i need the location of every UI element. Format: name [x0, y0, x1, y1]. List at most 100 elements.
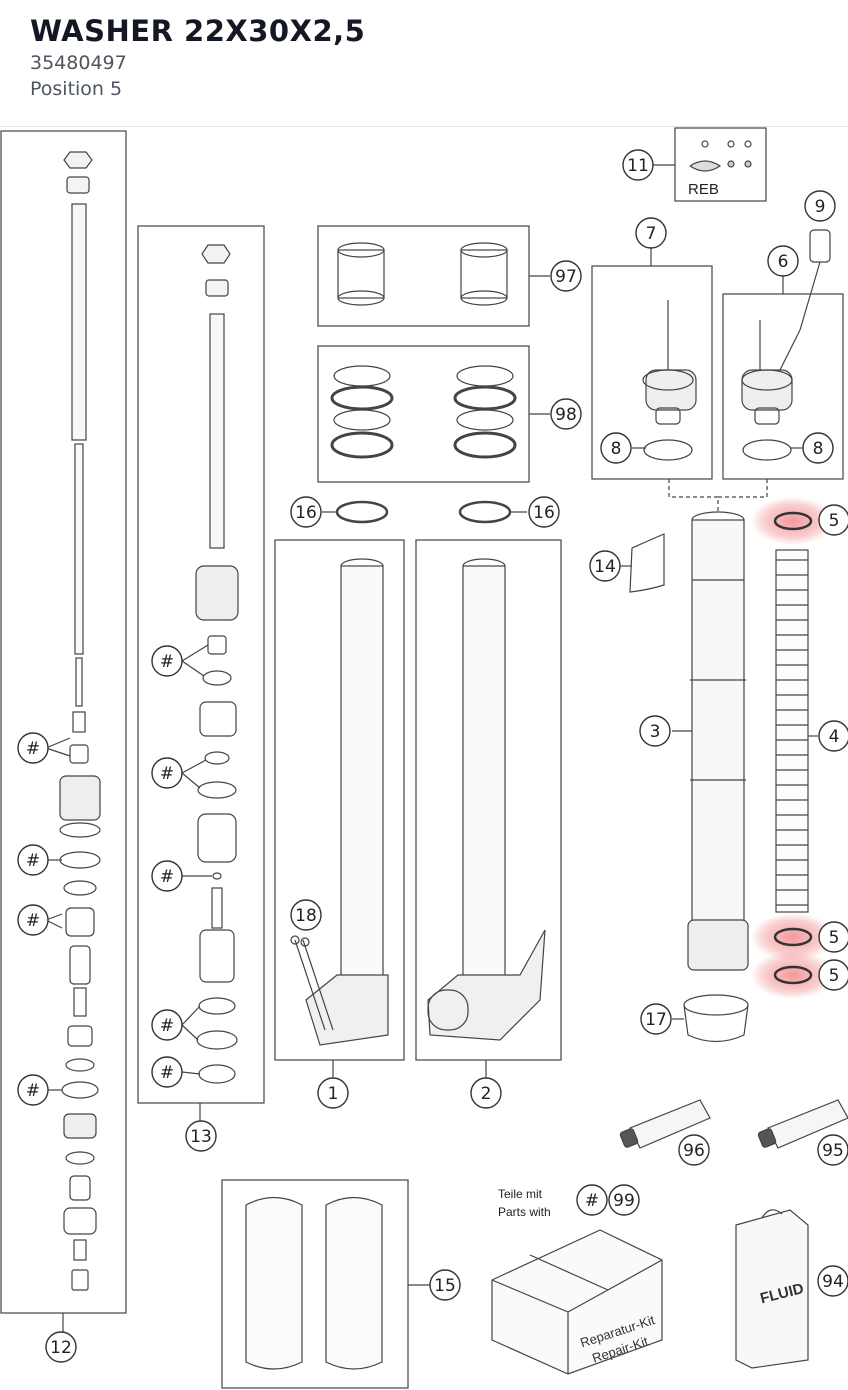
callout-hash-12c[interactable]: #: [17, 904, 49, 936]
callout-circle: [550, 398, 582, 430]
group-13-cartridge: [137, 225, 265, 1123]
callout-label: 4: [829, 727, 840, 747]
callout-15[interactable]: 15: [429, 1269, 461, 1301]
callout-11[interactable]: 11: [622, 149, 654, 181]
callout-circle: [804, 190, 836, 222]
callout-3[interactable]: 3: [639, 715, 671, 747]
callout-hash-12a[interactable]: #: [17, 732, 49, 764]
callout-label: 5: [829, 966, 840, 986]
callout-label: 16: [295, 503, 317, 523]
group-7-cap: [591, 248, 713, 480]
callout-14[interactable]: 14: [589, 550, 621, 582]
callout-label: #: [160, 867, 174, 887]
callout-circle: [550, 260, 582, 292]
callout-circle: [528, 496, 560, 528]
callout-8-left[interactable]: 8: [600, 432, 632, 464]
callout-circle: [600, 432, 632, 464]
callout-5-top[interactable]: 5: [818, 504, 848, 536]
callout-label: #: [26, 911, 40, 931]
callout-circle: [470, 1077, 502, 1109]
callout-hash-12b[interactable]: #: [17, 844, 49, 876]
callout-16-right[interactable]: 16: [528, 496, 560, 528]
part-position: Position 5: [30, 78, 123, 100]
callout-label: 96: [683, 1141, 705, 1161]
callout-label: 9: [815, 197, 826, 217]
washer-5-parts: [773, 511, 813, 985]
callout-circle: [767, 245, 799, 277]
callout-label: #: [160, 652, 174, 672]
callout-hash-12d[interactable]: #: [17, 1074, 49, 1106]
callout-hash-13b[interactable]: #: [151, 757, 183, 789]
callout-94[interactable]: 94: [817, 1265, 848, 1297]
callout-circle: [622, 149, 654, 181]
callout-hash-kit[interactable]: #: [576, 1184, 608, 1216]
callout-hash-13a[interactable]: #: [151, 645, 183, 677]
group-98-seals: [317, 345, 550, 524]
callout-circle: [635, 217, 667, 249]
nut-17: [672, 994, 749, 1043]
callout-circle: [818, 921, 848, 953]
callout-label: 8: [611, 439, 622, 459]
part-title: WASHER 22X30X2,5: [30, 14, 366, 48]
callout-label: 94: [822, 1272, 844, 1292]
page-header: WASHER 22X30X2,5 35480497 Position 5: [0, 0, 848, 127]
callout-circle: [640, 1003, 672, 1035]
callout-5-mid[interactable]: 5: [818, 921, 848, 953]
callout-circle: [151, 860, 183, 892]
callout-97[interactable]: 97: [550, 260, 582, 292]
callout-4[interactable]: 4: [818, 720, 848, 752]
callout-label: #: [585, 1191, 599, 1211]
callout-7[interactable]: 7: [635, 217, 667, 249]
callout-circle: [17, 904, 49, 936]
callout-label: 95: [822, 1141, 844, 1161]
part-number: 35480497: [30, 52, 127, 74]
callout-9[interactable]: 9: [804, 190, 836, 222]
callout-2[interactable]: 2: [470, 1077, 502, 1109]
callout-label: 11: [627, 156, 649, 176]
callout-label: #: [160, 1016, 174, 1036]
callout-circle: [818, 959, 848, 991]
callout-circle: [589, 550, 621, 582]
callout-6[interactable]: 6: [767, 245, 799, 277]
callout-1[interactable]: 1: [317, 1077, 349, 1109]
callout-label: 5: [829, 928, 840, 948]
callout-circle: [818, 720, 848, 752]
grease-tube-96: [619, 1099, 711, 1149]
callout-circle: [151, 1009, 183, 1041]
callout-96[interactable]: 96: [678, 1134, 710, 1166]
spring-4: [775, 549, 818, 913]
group-12-cartridge: [0, 130, 127, 1332]
callout-16-left[interactable]: 16: [290, 496, 322, 528]
callout-label: 99: [613, 1191, 635, 1211]
callout-label: 17: [645, 1010, 667, 1030]
callout-99[interactable]: 99: [608, 1184, 640, 1216]
washer-highlights: [751, 497, 835, 999]
callout-circle: [45, 1331, 77, 1363]
callout-label: 8: [813, 439, 824, 459]
callout-label: 5: [829, 511, 840, 531]
callout-label: 12: [50, 1338, 72, 1358]
kit-note-de: Teile mit: [498, 1187, 543, 1201]
callout-13[interactable]: 13: [185, 1120, 217, 1152]
callout-hash-13d[interactable]: #: [151, 1009, 183, 1041]
callout-circle: [151, 1056, 183, 1088]
grease-tube-95: [757, 1099, 848, 1149]
callout-circle: [639, 715, 671, 747]
callout-circle: [576, 1184, 608, 1216]
callout-17[interactable]: 17: [640, 1003, 672, 1035]
callout-circle: [678, 1134, 710, 1166]
callout-label: 14: [594, 557, 616, 577]
callout-hash-13e[interactable]: #: [151, 1056, 183, 1088]
callout-8-right[interactable]: 8: [802, 432, 834, 464]
callout-98[interactable]: 98: [550, 398, 582, 430]
callout-12[interactable]: 12: [45, 1331, 77, 1363]
callout-hash-13c[interactable]: #: [151, 860, 183, 892]
callout-label: 3: [650, 722, 661, 742]
callout-95[interactable]: 95: [817, 1134, 848, 1166]
callout-5-bottom[interactable]: 5: [818, 959, 848, 991]
callout-circle: [17, 732, 49, 764]
callout-circle: [818, 504, 848, 536]
callout-18[interactable]: 18: [290, 899, 322, 931]
kit-note-en: Parts with: [498, 1205, 551, 1219]
